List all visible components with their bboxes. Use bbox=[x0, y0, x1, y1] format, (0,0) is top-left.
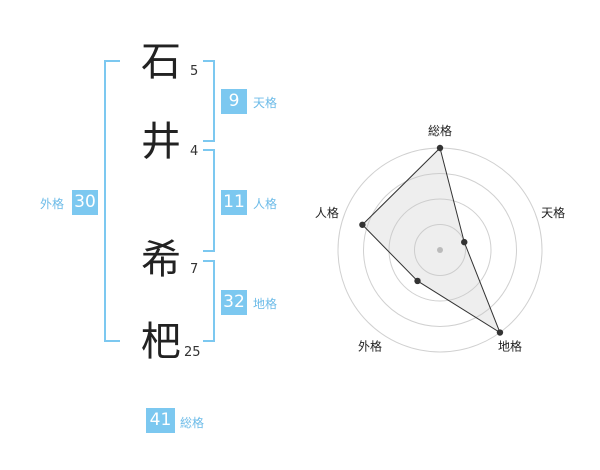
radar-grid-ring bbox=[388, 198, 492, 302]
tenkaku-value: 9 bbox=[221, 89, 247, 114]
tenkaku-bracket bbox=[203, 60, 215, 142]
soukaku-value: 41 bbox=[146, 408, 175, 433]
stroke-count-4: 25 bbox=[184, 345, 201, 360]
radar-point-4 bbox=[414, 277, 421, 285]
name-char-1: 石 bbox=[141, 39, 181, 85]
chikaku-bracket bbox=[203, 260, 215, 342]
radar-point-1 bbox=[436, 144, 444, 152]
radar-grid-ring bbox=[414, 224, 466, 276]
jinkaku-bracket bbox=[203, 149, 215, 252]
chikaku-label: 地格 bbox=[253, 297, 278, 311]
tenkaku-label: 天格 bbox=[253, 96, 278, 110]
jinkaku-label: 人格 bbox=[253, 197, 278, 211]
radar-axis-label-5: 人格 bbox=[315, 205, 339, 220]
name-char-3: 希 bbox=[141, 237, 181, 283]
radar-point-2 bbox=[461, 238, 468, 246]
name-char-2: 井 bbox=[141, 119, 181, 165]
radar-axis-label-4: 外格 bbox=[358, 338, 382, 353]
radar-point-3 bbox=[496, 329, 504, 336]
gaikaku-label: 外格 bbox=[40, 197, 65, 211]
gaikaku-bracket bbox=[104, 60, 120, 342]
stroke-count-1: 5 bbox=[190, 64, 199, 79]
stroke-count-2: 4 bbox=[190, 144, 199, 159]
radar-point-5 bbox=[359, 221, 366, 228]
jinkaku-value: 11 bbox=[221, 190, 247, 215]
radar-center-dot bbox=[437, 247, 443, 253]
soukaku-label: 総格 bbox=[180, 416, 205, 430]
gaikaku-value: 30 bbox=[72, 190, 98, 215]
radar-axis-label-1: 総格 bbox=[428, 123, 452, 138]
name-char-4: 杷 bbox=[141, 319, 181, 365]
chikaku-value: 32 bbox=[221, 290, 247, 315]
radar-axis-label-2: 天格 bbox=[541, 205, 565, 220]
radar-axis-label-3: 地格 bbox=[498, 338, 522, 353]
radar-data-area bbox=[361, 147, 501, 334]
radar-grid-ring bbox=[363, 173, 517, 327]
stroke-count-3: 7 bbox=[190, 262, 199, 277]
